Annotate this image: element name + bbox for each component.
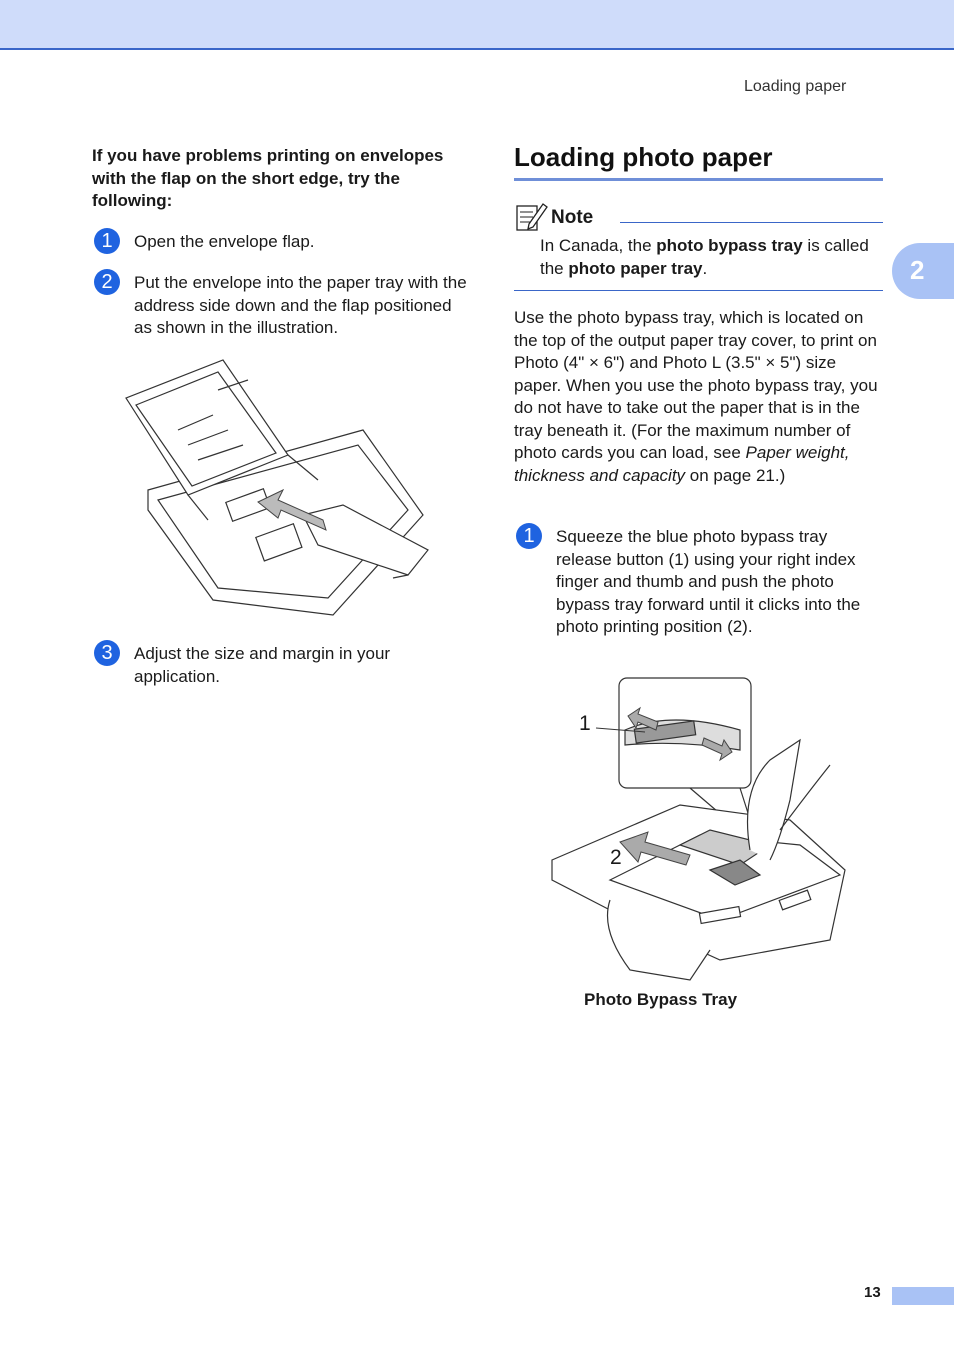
step-marker: 3	[94, 640, 120, 666]
figure-caption: Photo Bypass Tray	[584, 990, 738, 1009]
running-head: Loading paper	[744, 78, 847, 95]
step-marker: 1	[94, 228, 120, 254]
step-text: Squeeze the blue photo bypass tray relea…	[556, 527, 861, 636]
callout-1: 1	[579, 712, 591, 735]
section-title: Loading photo paper	[514, 142, 773, 172]
note-rule	[620, 222, 883, 223]
page-number: 13	[864, 1284, 881, 1301]
note-body: In Canada, the photo bypass tray is call…	[540, 236, 869, 278]
header-band	[0, 0, 954, 50]
note-bottom-rule	[514, 290, 883, 291]
envelope-tray-illustration	[125, 359, 429, 616]
chapter-number: 2	[910, 255, 925, 285]
note-pencil-icon	[516, 203, 548, 231]
photo-bypass-tray-illustration	[551, 677, 846, 981]
note-label: Note	[551, 207, 594, 228]
callout-2: 2	[610, 846, 622, 869]
step-marker: 1	[516, 523, 542, 549]
intro-paragraph: Use the photo bypass tray, which is loca…	[514, 308, 878, 485]
step-text: Put the envelope into the paper tray wit…	[134, 273, 467, 337]
title-rule	[514, 178, 883, 181]
left-heading: If you have problems printing on envelop…	[92, 146, 444, 210]
step-marker: 2	[94, 269, 120, 295]
step-text: Open the envelope flap.	[134, 232, 315, 251]
chapter-tab: 2	[892, 243, 954, 299]
footer-bar	[892, 1287, 954, 1305]
step-text: Adjust the size and margin in your appli…	[134, 644, 391, 686]
